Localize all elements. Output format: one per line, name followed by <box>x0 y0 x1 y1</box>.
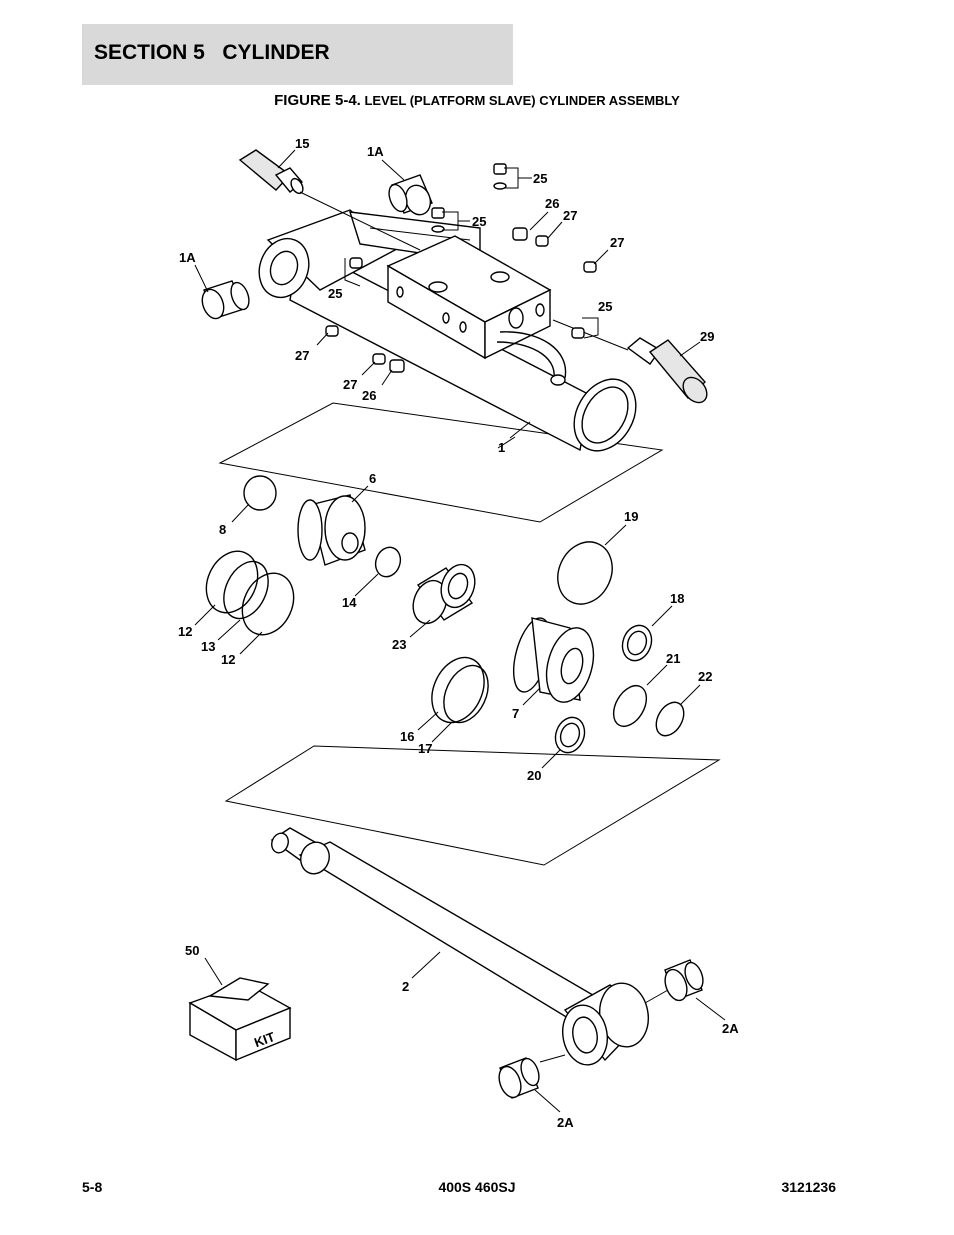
callout-25-c: 25 <box>328 286 342 301</box>
callout-27-b: 27 <box>610 235 624 250</box>
callout-23: 23 <box>392 637 406 652</box>
valve-block <box>386 235 552 360</box>
callout-27-c: 27 <box>295 348 309 363</box>
o-ring-14 <box>374 546 402 578</box>
bushing-1a-top <box>388 174 433 216</box>
footer-doc-number: 3121236 <box>781 1179 836 1195</box>
figure-number: FIGURE 5-4. <box>274 92 361 109</box>
fittings <box>325 163 597 373</box>
piston-7 <box>512 617 595 703</box>
callout-13: 13 <box>201 639 215 654</box>
bushing-1a-left <box>201 280 250 320</box>
section-title: SECTION 5 CYLINDER <box>94 41 330 64</box>
barrel-parallelogram <box>218 402 664 523</box>
callout-18: 18 <box>670 591 684 606</box>
callout-27-d: 27 <box>343 377 357 392</box>
seals-12-13 <box>205 550 295 636</box>
rod-2 <box>270 827 600 1019</box>
callout-1a-top: 1A <box>367 144 384 159</box>
callout-12-a: 12 <box>178 624 192 639</box>
callout-25-b: 25 <box>472 214 486 229</box>
callout-25-a: 25 <box>533 171 547 186</box>
kit-box-50: KIT <box>188 977 292 1062</box>
callout-1a-left: 1A <box>179 250 196 265</box>
callout-29: 29 <box>700 329 714 344</box>
callout-26-a: 26 <box>545 196 559 211</box>
callout-2: 2 <box>402 979 409 994</box>
callout-12-b: 12 <box>221 652 235 667</box>
callout-14: 14 <box>342 595 357 610</box>
o-ring-19 <box>557 541 613 605</box>
wear-ring-18 <box>621 624 653 662</box>
callout-26-b: 26 <box>362 388 376 403</box>
leader-lines <box>194 149 726 1113</box>
rod-parallelogram <box>224 745 721 866</box>
callout-21: 21 <box>666 651 680 666</box>
callout-2a-right: 2A <box>722 1021 739 1036</box>
spacer-23 <box>412 563 476 625</box>
bushing-2a-right <box>664 959 704 1002</box>
figure-caption: FIGURE 5-4. LEVEL (PLATFORM SLAVE) CYLIN… <box>0 92 954 110</box>
callout-27-a: 27 <box>563 208 577 223</box>
callout-8: 8 <box>219 522 226 537</box>
callout-20: 20 <box>527 768 541 783</box>
callout-2a-bottom: 2A <box>557 1115 574 1130</box>
footer-page-number: 5-8 <box>82 1179 103 1195</box>
callout-16: 16 <box>400 729 414 744</box>
callout-25-d: 25 <box>598 299 612 314</box>
hose-tube <box>496 331 567 386</box>
retaining-ring-8 <box>243 475 277 511</box>
callout-50: 50 <box>185 943 199 958</box>
callout-6: 6 <box>369 471 376 486</box>
cartridge-valve-29 <box>552 319 708 404</box>
rings-16-17 <box>431 656 489 724</box>
callout-7: 7 <box>512 706 519 721</box>
section-header: SECTION 5 CYLINDER <box>82 24 513 85</box>
callout-1: 1 <box>498 440 505 455</box>
kit-label: KIT <box>252 1029 277 1050</box>
rod-eye <box>539 982 669 1066</box>
callouts: 15 1A 25 26 27 25 27 1A 25 25 29 27 27 2… <box>178 136 739 1130</box>
callout-22: 22 <box>698 669 712 684</box>
callout-15: 15 <box>295 136 309 151</box>
footer-model: 400S 460SJ <box>438 1179 516 1195</box>
figure-title: LEVEL (PLATFORM SLAVE) CYLINDER ASSEMBLY <box>360 93 680 108</box>
rings-20-21-22 <box>554 685 685 754</box>
callout-19: 19 <box>624 509 638 524</box>
callout-17: 17 <box>418 741 432 756</box>
cartridge-valve-15 <box>238 149 421 251</box>
rod-head-6 <box>297 494 366 566</box>
bushing-2a-bottom <box>498 1057 540 1099</box>
